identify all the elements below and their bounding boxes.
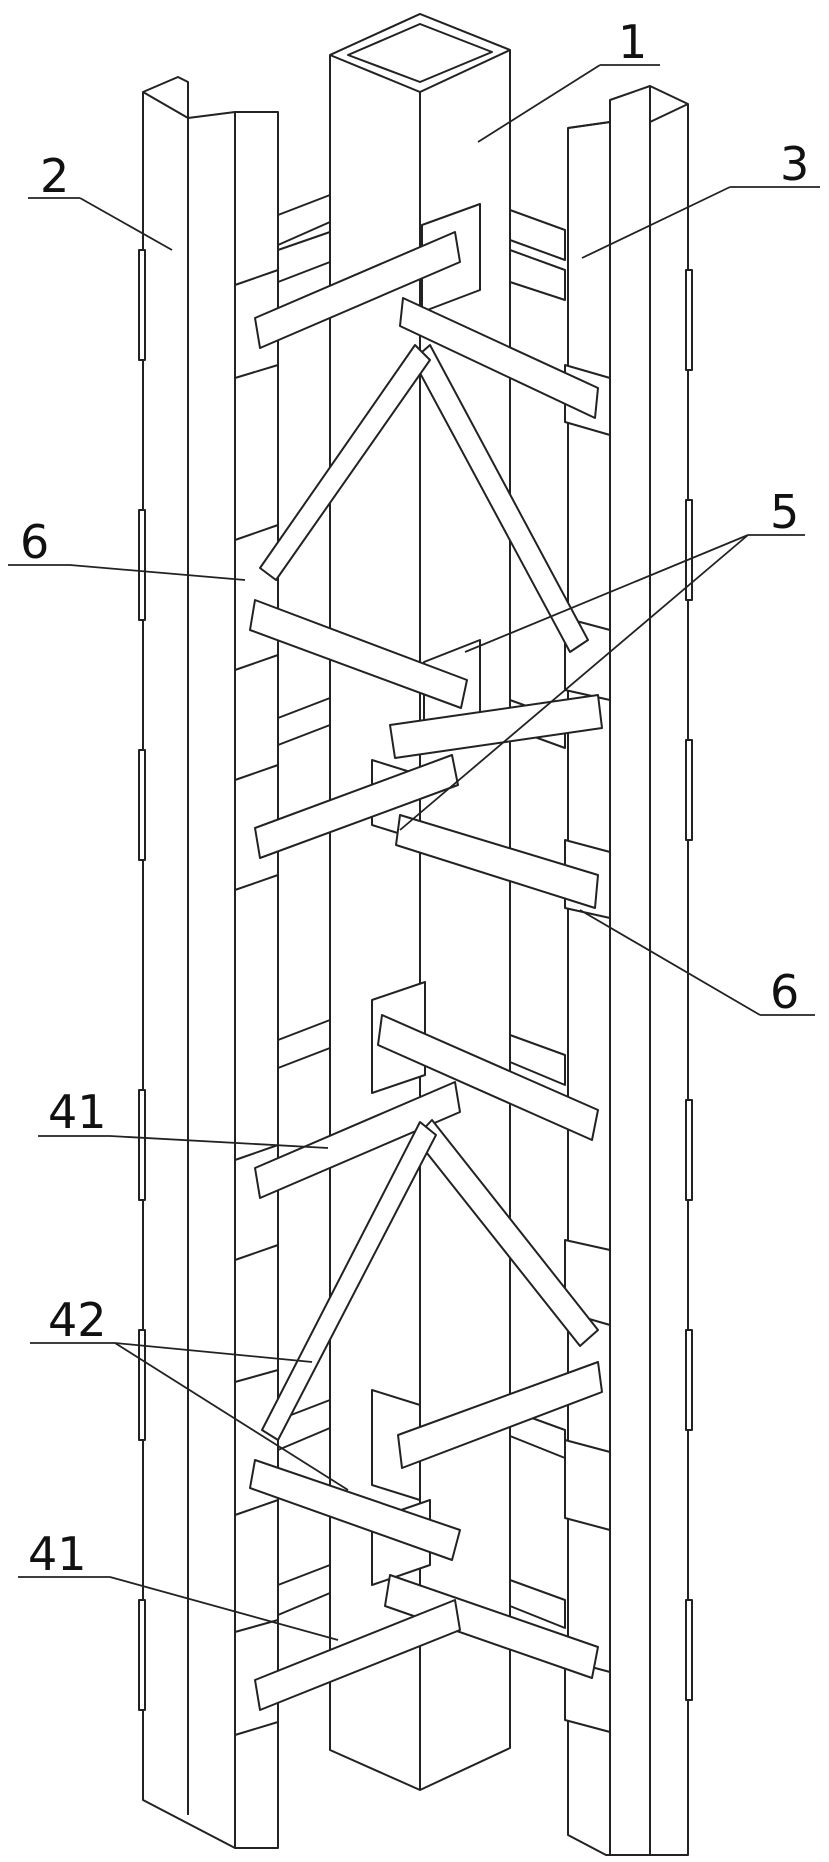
label-41-upper: 41 [48,1085,107,1139]
label-1: 1 [618,15,647,69]
label-42: 42 [48,1293,107,1347]
label-41-lower: 41 [28,1527,87,1581]
right-channel-column [568,86,692,1855]
label-5: 5 [770,485,799,539]
label-3: 3 [780,137,809,191]
label-6-lower: 6 [770,965,799,1019]
label-2: 2 [40,149,69,203]
label-6-upper: 6 [20,515,49,569]
